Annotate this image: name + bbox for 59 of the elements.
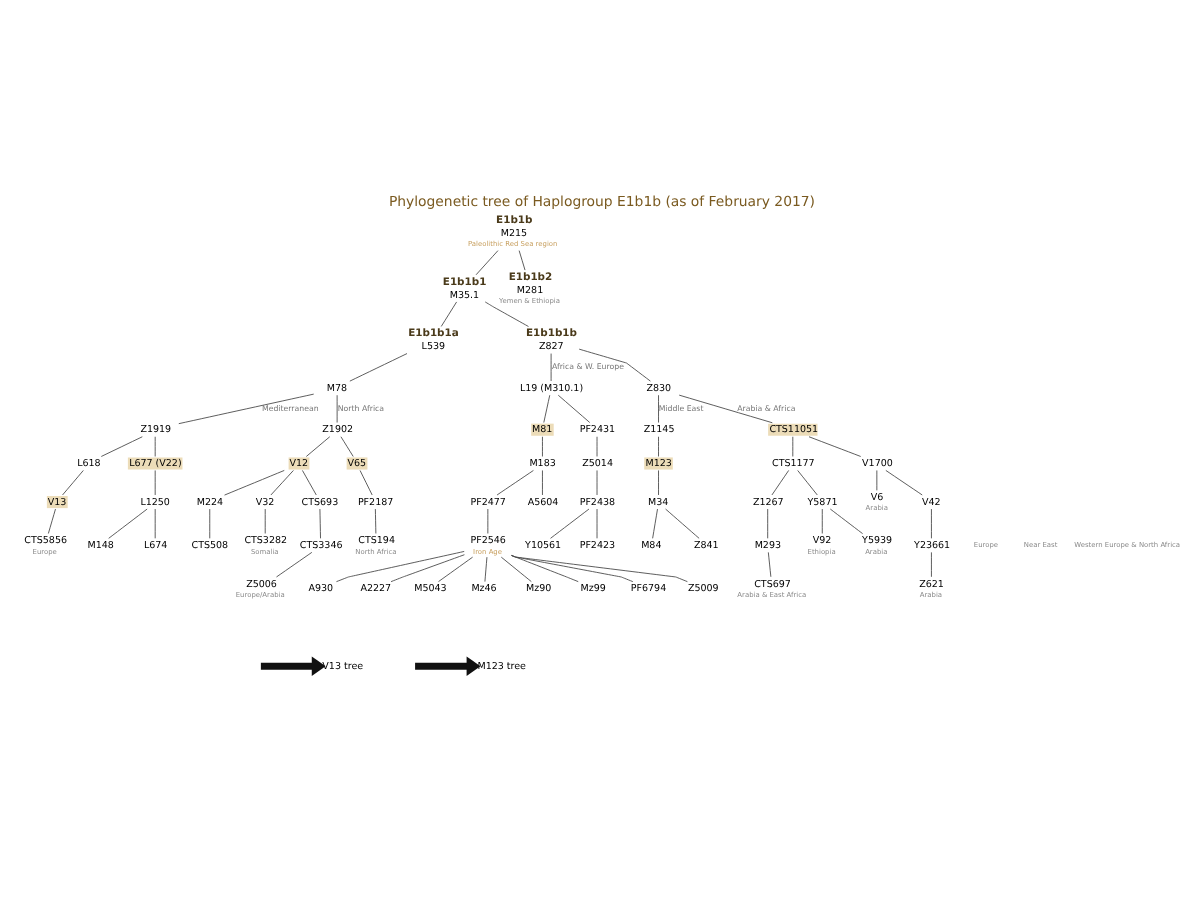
connector: [543, 394, 551, 423]
connector: [557, 394, 591, 423]
connector: [876, 470, 878, 491]
connector: [658, 394, 659, 423]
connector: [931, 508, 932, 539]
connector: [209, 508, 211, 539]
connector: [302, 470, 317, 496]
connector: [264, 508, 266, 534]
connector: [542, 436, 543, 457]
connector: [767, 508, 769, 539]
connector: [808, 436, 862, 457]
connector: [578, 348, 651, 382]
connector: [496, 470, 534, 496]
connector: [276, 551, 313, 578]
connector: [154, 470, 156, 496]
connector: [821, 508, 823, 534]
connector: [349, 353, 408, 382]
connector: [518, 250, 526, 271]
connector: [500, 556, 532, 583]
connector: [154, 436, 156, 457]
connector: [792, 436, 794, 457]
connector: [885, 470, 923, 496]
connector: [270, 470, 294, 496]
connector: [771, 470, 790, 496]
connector: [224, 470, 285, 496]
connector: [154, 508, 156, 539]
connector: [767, 551, 772, 578]
connector: [652, 508, 658, 539]
connector: [665, 508, 700, 539]
connector: [305, 436, 331, 457]
connector: [542, 470, 543, 496]
connector: [336, 551, 465, 583]
connector: [359, 470, 373, 496]
connector: [340, 436, 354, 457]
connector: [550, 508, 590, 539]
connector: [658, 436, 659, 457]
connector: [475, 250, 499, 276]
connector: [484, 556, 488, 583]
connector: [829, 508, 864, 535]
connector: [390, 554, 465, 583]
connector: [336, 394, 338, 423]
arrow: [415, 656, 481, 676]
connector: [658, 470, 659, 496]
connector: [319, 508, 321, 539]
connector: [374, 508, 377, 534]
arrow: [260, 656, 326, 676]
connector: [438, 556, 474, 583]
connector: [440, 301, 458, 327]
connector: [62, 470, 84, 496]
connector: [178, 393, 315, 425]
connector: [484, 301, 529, 327]
connector: [47, 508, 56, 534]
connector: [797, 470, 818, 496]
connector: [100, 436, 143, 457]
connector: [678, 394, 773, 424]
connector: [487, 508, 489, 534]
connector: [931, 551, 932, 578]
connector: [108, 508, 148, 539]
connector: [511, 555, 688, 583]
